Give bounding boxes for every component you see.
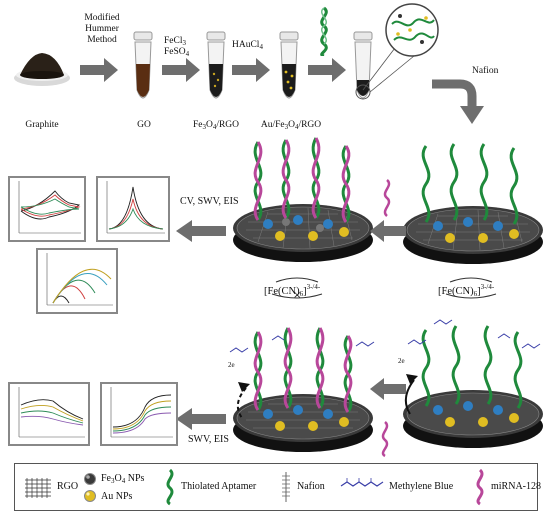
au-icon	[84, 490, 96, 502]
legend-nafion-label: Nafion	[297, 481, 325, 492]
electron-label-left: 2e	[228, 361, 235, 369]
techniques-label-bottom: SWV, EIS	[188, 434, 229, 445]
legend-mirna-label: miRNA-128	[491, 481, 541, 492]
svg-text:×: ×	[293, 290, 301, 301]
electrode-aptamer	[403, 143, 543, 264]
graph-eis-bottom	[100, 382, 178, 446]
arrow-bottom-to-graphs	[176, 408, 226, 430]
zoom-connector	[362, 43, 415, 93]
zoom-circle	[385, 3, 439, 57]
au-fe3o4-rgo-label: Au/Fe3O4/RGO	[260, 120, 322, 131]
graph-swv	[96, 176, 170, 242]
aptamer-helix-icon	[320, 6, 328, 56]
haucl4-label: HAuCl4	[232, 40, 263, 51]
nafion-label: Nafion	[472, 66, 499, 76]
arrow-go-to-fe3o4	[162, 58, 200, 82]
graph-cv	[8, 176, 86, 242]
electron-label-right: 2e	[398, 357, 405, 365]
legend-fe3o4-label: Fe3O4 NPs	[101, 473, 145, 485]
rgo-icon	[25, 478, 51, 498]
legend: RGO Fe3O4 NPs Au NPs Thiolated Aptamer N…	[14, 463, 541, 511]
arrow-graphite-to-go	[80, 58, 118, 82]
arrow-bottom-right-to-left	[370, 378, 406, 400]
fe3o4-icon	[84, 473, 96, 485]
graph-eis	[36, 248, 118, 314]
arrow-right-to-left-disk	[370, 220, 406, 242]
feso4-label: FeSO4	[164, 47, 190, 58]
electrode-hybridized	[233, 137, 373, 262]
nafion-icon	[282, 472, 290, 502]
techniques-label-middle: CV, SWV, EIS	[180, 196, 239, 207]
redox-arrows-left: ×	[271, 277, 323, 301]
legend-mb-label: Methylene Blue	[389, 481, 454, 492]
redox-label-left: [Fe(CN)6]3-/4-	[264, 283, 321, 298]
go-label: GO	[137, 120, 151, 130]
curved-arrow-nafion	[432, 79, 484, 124]
mirna-strand-middle	[383, 179, 391, 217]
mirna-strand-bottom	[381, 421, 389, 458]
legend-rgo-label: RGO	[57, 481, 79, 492]
electrode-mb-hybridized	[229, 327, 375, 452]
method-label: Modified Hummer Method	[84, 13, 120, 45]
arrow-to-graphs	[176, 220, 226, 242]
aptamer-icon	[166, 468, 174, 506]
tube-au-fe3o4-rgo	[279, 31, 299, 99]
fe3o4-rgo-label: Fe3O4/RGO	[192, 120, 240, 131]
redox-arrows-right	[445, 277, 497, 299]
redox-label-right: [Fe(CN)6]3-/4-	[438, 283, 495, 298]
legend-aptamer-label: Thiolated Aptamer	[181, 481, 257, 492]
legend-au-label: Au NPs	[101, 491, 133, 502]
arrow-fe3o4-to-au	[232, 58, 270, 82]
tube-go	[133, 31, 153, 99]
tube-fe3o4-rgo	[206, 31, 226, 99]
arrow-au-to-aptamer	[308, 58, 346, 82]
graph-swv-bottom	[8, 382, 90, 446]
graphite-label: Graphite	[25, 120, 59, 130]
fecl3-label: FeCl3	[164, 36, 186, 47]
methylene-blue-icon	[340, 478, 384, 487]
tube-aptamer	[353, 31, 373, 100]
electrode-mb-aptamer	[403, 319, 543, 448]
graphite-pile	[14, 53, 70, 86]
mirna-icon	[476, 468, 484, 506]
